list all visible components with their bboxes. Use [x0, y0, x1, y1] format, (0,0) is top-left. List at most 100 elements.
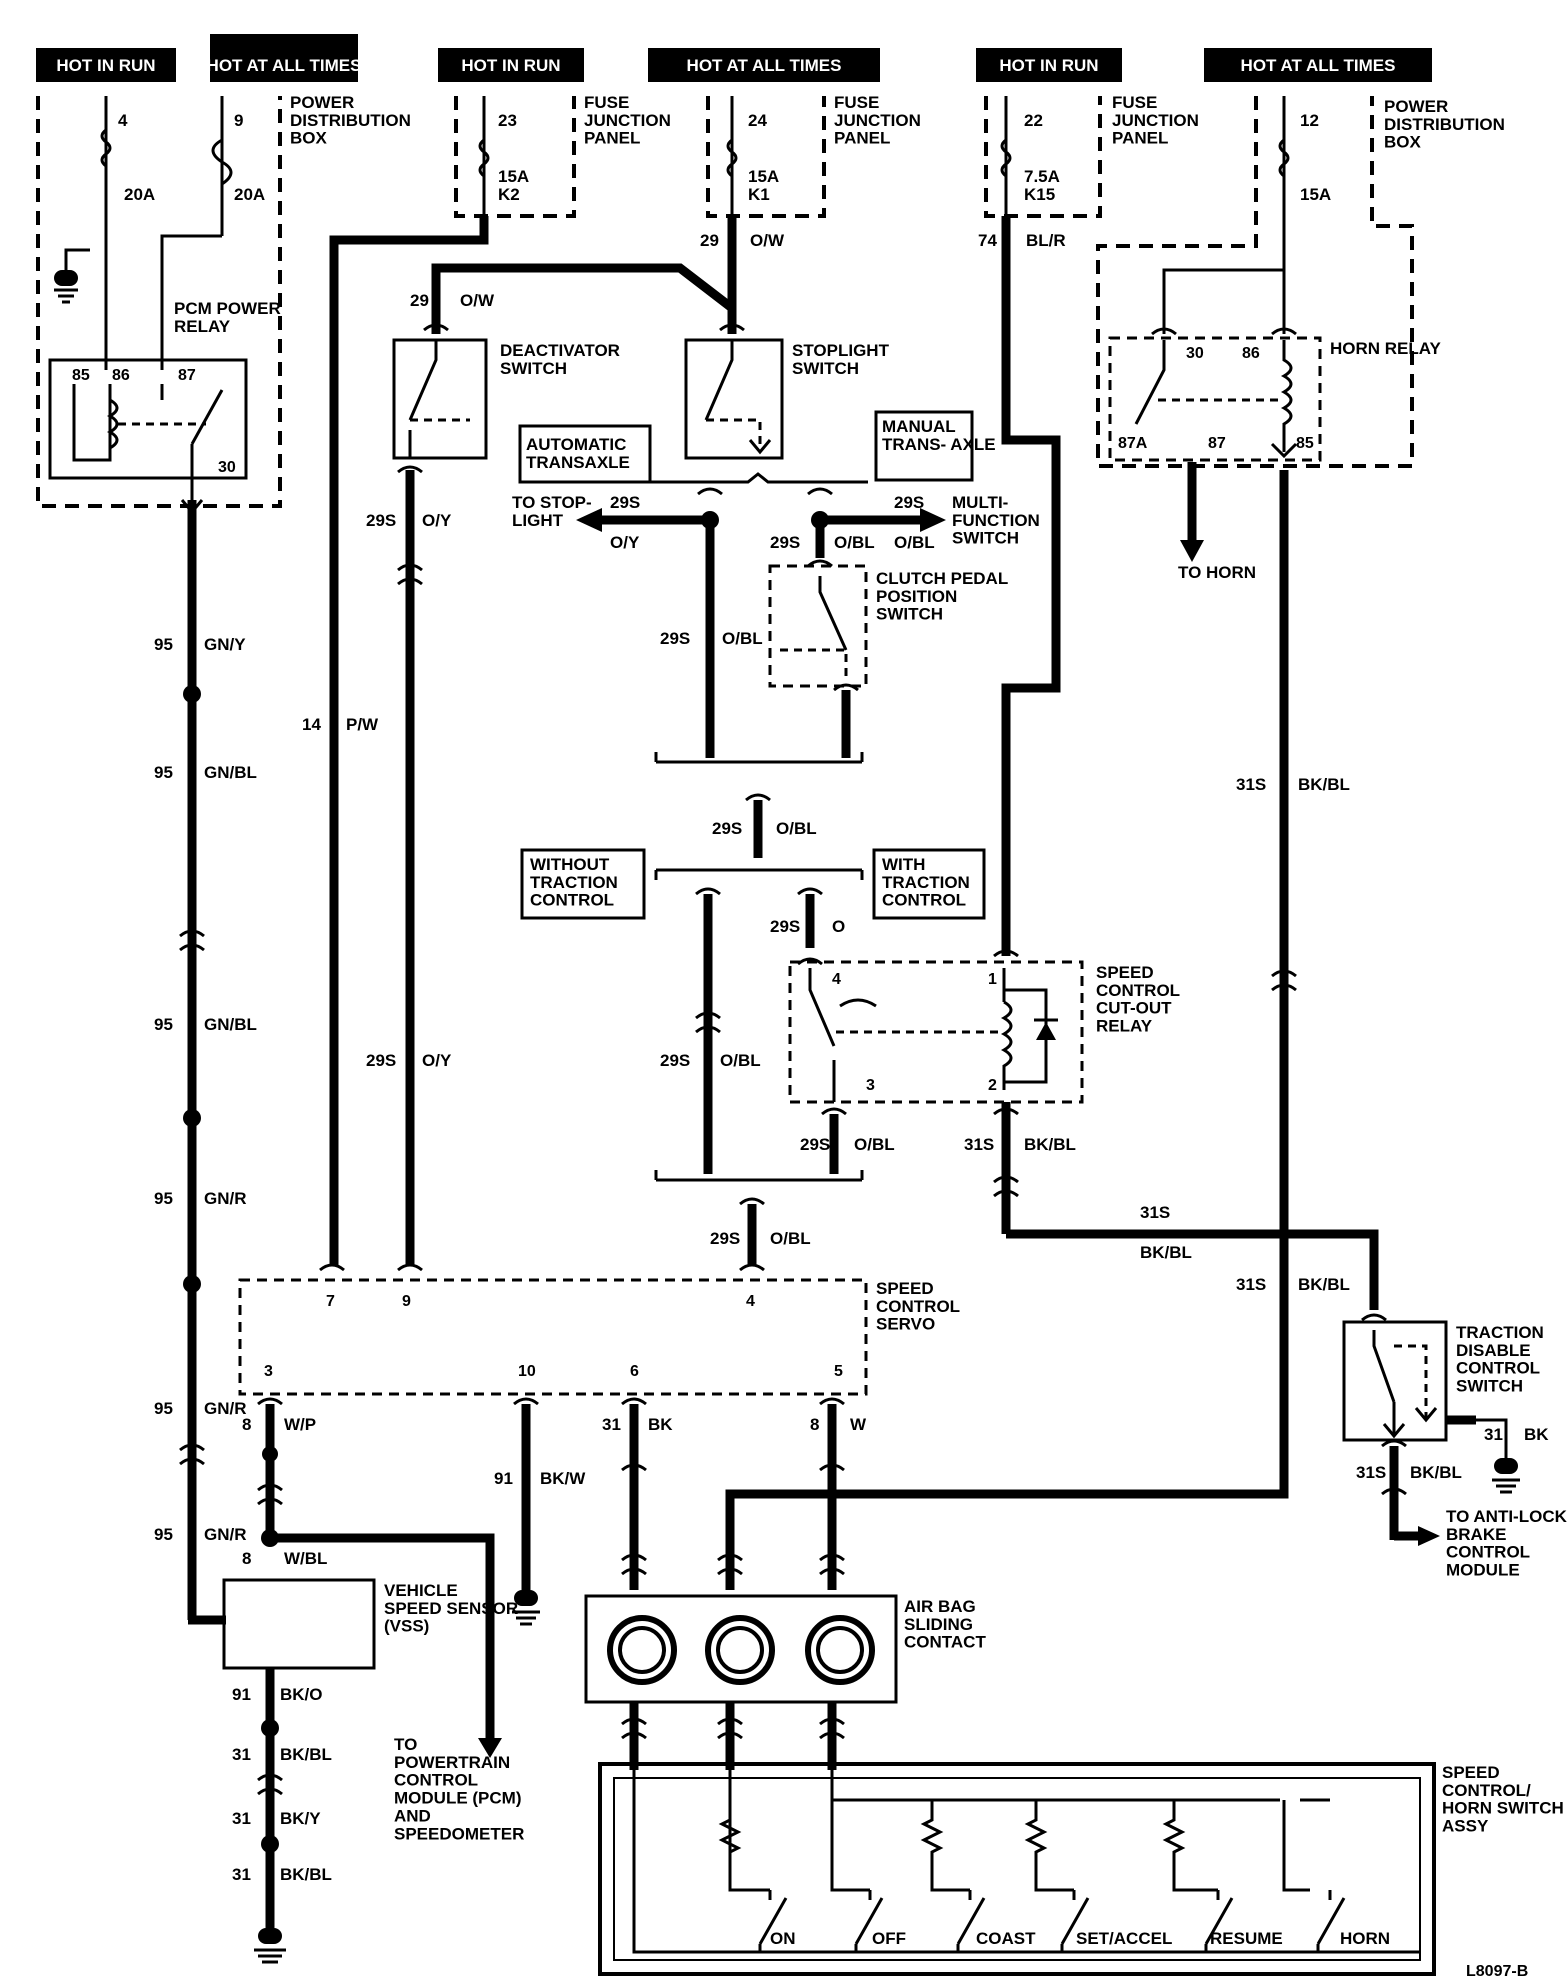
servo-pin-3: 3 — [264, 1363, 273, 1380]
wire-29s-label-merge: 29S — [712, 819, 742, 838]
fuse-12-rating: 15A — [1300, 185, 1331, 204]
wire-95-label-3: 95 — [154, 1015, 173, 1034]
fuse-23-location: K2 — [498, 185, 520, 204]
wire-29s-label-oy-2: 29S — [366, 1051, 396, 1070]
wire-8-label-w: 8 — [810, 1415, 819, 1434]
cutout-pin-3: 3 — [866, 1077, 875, 1094]
wire-31s-label-horn: 31S — [1236, 775, 1266, 794]
wire-31-color-tcs-gnd: BK — [1524, 1425, 1549, 1444]
wire-29s-color-clutch: O/BL — [834, 533, 875, 552]
horn-pin-87: 87 — [1208, 435, 1226, 452]
wire-14-color: P/W — [346, 715, 379, 734]
wire-74-color: BL/R — [1026, 231, 1066, 250]
servo-feed: 29S O/BL — [654, 1170, 864, 1266]
wire-31s-color-2: BK/BL — [1140, 1243, 1192, 1262]
wire-95-label-6: 95 — [154, 1525, 173, 1544]
fuse-4-circuit: 4 — [118, 111, 128, 130]
servo-pin-7: 7 — [326, 1293, 335, 1310]
switch-set-accel-label: SET/ACCEL — [1076, 1929, 1172, 1948]
header-hot-at-all-times-3: HOT AT ALL TIMES — [1241, 56, 1396, 75]
wire-29s-label-auto: 29S — [660, 629, 690, 648]
wire-29s-label-relay-out: 29S — [800, 1135, 830, 1154]
wire-29s-color-wo: O/BL — [720, 1051, 761, 1070]
to-stoplight-label: TO STOP-LIGHT — [512, 493, 592, 530]
wire-29s-color-o: O — [832, 917, 845, 936]
fuse-4-rating: 20A — [124, 185, 155, 204]
pcm-relay-pin-85: 85 — [72, 367, 90, 384]
horn-relay-label: HORN RELAY — [1330, 339, 1441, 358]
without-traction-path: 29S O/BL — [660, 887, 761, 1174]
wire-31s-label-abs: 31S — [1356, 1463, 1386, 1482]
wire-91-color-bko: BK/O — [280, 1685, 323, 1704]
switch-coast-label: COAST — [976, 1929, 1036, 1948]
wire-31-label-bk: 31 — [602, 1415, 621, 1434]
switch-resume-label: RESUME — [1210, 1929, 1283, 1948]
wire-31s-color-abs: BK/BL — [1410, 1463, 1462, 1482]
fuse-24-circuit: 24 — [748, 111, 767, 130]
wire-29s-label-clutch: 29S — [770, 533, 800, 552]
wire-8-label-wbl: 8 — [242, 1549, 251, 1568]
wire-31s-label-1: 31S — [964, 1135, 994, 1154]
wire-8-color-w: W — [850, 1415, 867, 1434]
wire-14-label: 14 — [302, 715, 321, 734]
servo-pin-6: 6 — [630, 1363, 639, 1380]
wire-29s-color-servo: O/BL — [770, 1229, 811, 1248]
wire-29s-color-multi: O/BL — [894, 533, 935, 552]
wire-31-label-bky: 31 — [232, 1809, 251, 1828]
wire-95-color-6: GN/R — [204, 1525, 247, 1544]
switch-off-label: OFF — [872, 1929, 906, 1948]
wire-29s-color-oy-1: O/Y — [422, 511, 452, 530]
cutout-pin-2: 2 — [988, 1077, 997, 1094]
header-hot-in-run-3: HOT IN RUN — [999, 56, 1098, 75]
wire-31s-label-2: 31S — [1140, 1203, 1170, 1222]
wire-95-color-1: GN/Y — [204, 635, 246, 654]
pcm-relay-pin-86: 86 — [112, 367, 130, 384]
servo-pin-4: 4 — [746, 1293, 755, 1310]
header-hot-in-run-1: HOT IN RUN — [56, 56, 155, 75]
wire-29s-label-oy-3: 29S — [610, 493, 640, 512]
wire-29s-label-multi: 29S — [894, 493, 924, 512]
wire-31s-traction: 31S BK/BL 31S BK/BL — [964, 1102, 1379, 1310]
wire-29s-label-wo: 29S — [660, 1051, 690, 1070]
wire-95-color-5: GN/R — [204, 1399, 247, 1418]
horn-pin-30: 30 — [1186, 345, 1204, 362]
servo-pin-9: 9 — [402, 1293, 411, 1310]
wire-31s-color-1: BK/BL — [1024, 1135, 1076, 1154]
fuse-22-circuit: 22 — [1024, 111, 1043, 130]
fuse-23-rating: 15A — [498, 167, 529, 186]
cutout-pin-1: 1 — [988, 971, 997, 988]
wire-31-color-bkbl-1: BK/BL — [280, 1745, 332, 1764]
horn-wire-to: TO HORN — [1178, 563, 1256, 582]
wire-31s-label-tcs: 31S — [1236, 1275, 1266, 1294]
switch-on-label: ON — [770, 1929, 796, 1948]
wire-31-label-bkbl-2: 31 — [232, 1865, 251, 1884]
wire-74-label: 74 — [978, 231, 997, 250]
fuse-24-rating: 15A — [748, 167, 779, 186]
wire-31-color-bkbl-2: BK/BL — [280, 1865, 332, 1884]
wire-31-label-tcs-gnd: 31 — [1484, 1425, 1503, 1444]
header-tags: HOT IN RUN HOT AT ALL TIMES HOT IN RUN H… — [36, 34, 1432, 82]
wire-31-color-bky: BK/Y — [280, 1809, 321, 1828]
